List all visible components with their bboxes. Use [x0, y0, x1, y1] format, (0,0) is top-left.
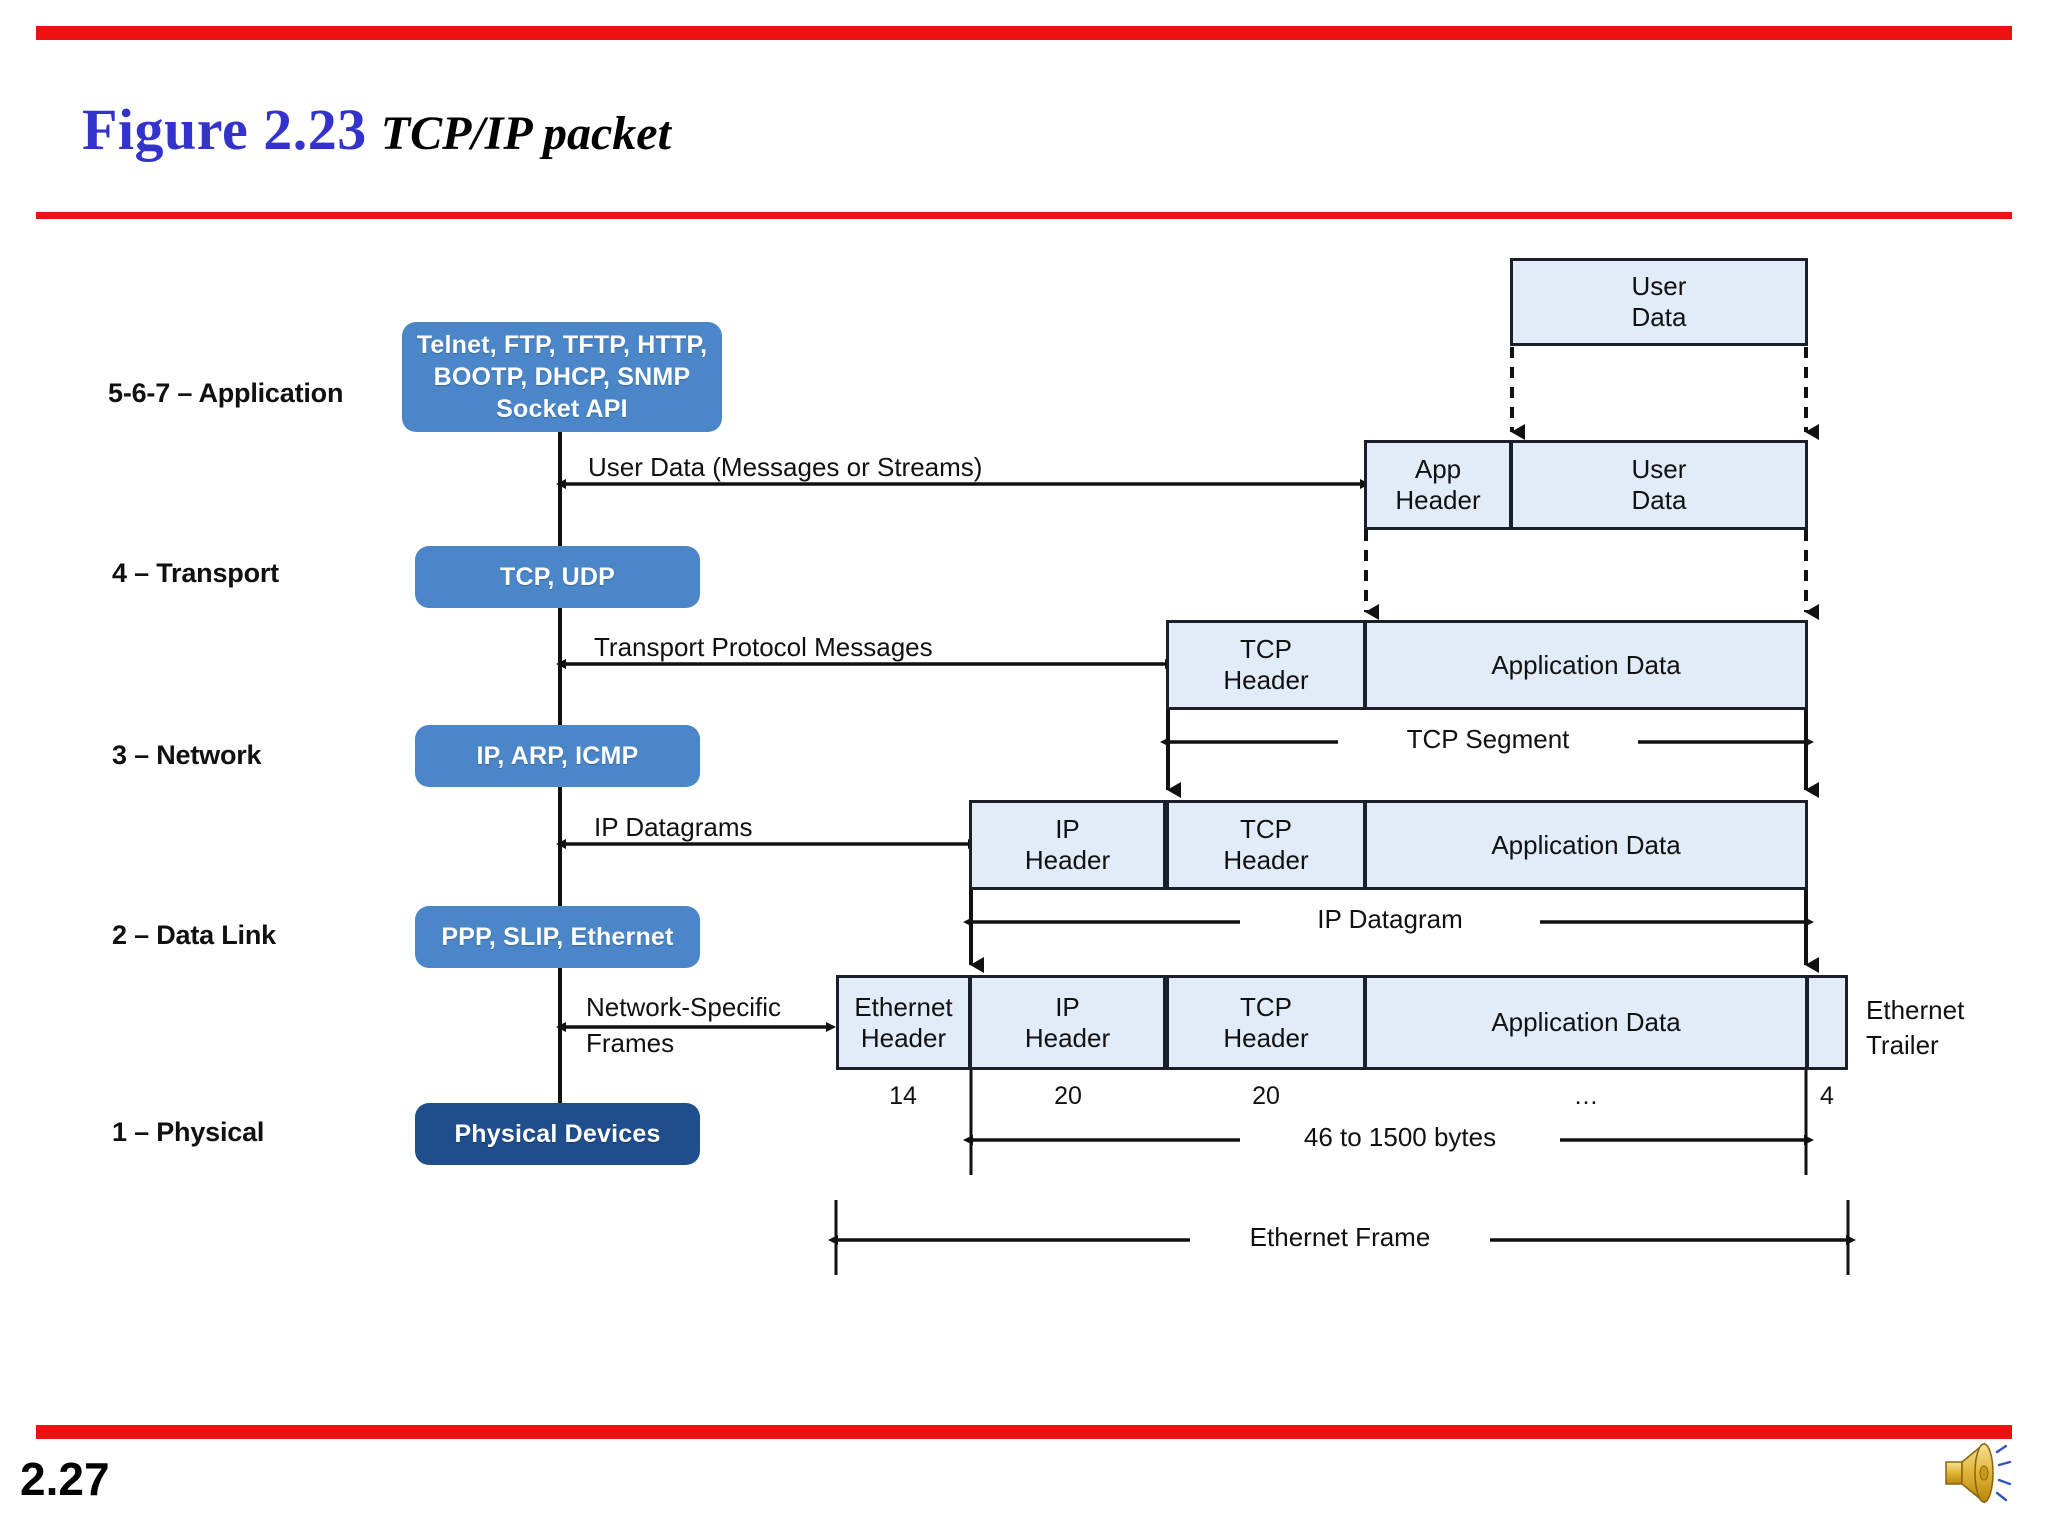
field-line: Application Data: [1491, 1007, 1681, 1038]
title-divider-rule: [36, 212, 2012, 219]
field-line: Header: [1223, 1022, 1309, 1053]
field-line: Data: [1631, 302, 1687, 332]
protocol-box-datalink[interactable]: PPP, SLIP, Ethernet: [415, 906, 700, 968]
layer-label-physical: 1 – Physical: [112, 1117, 265, 1147]
field-line: IP: [1055, 814, 1080, 845]
interface-label-backdrop-1: [582, 446, 1142, 482]
packet-field-user-data[interactable]: User Data: [1510, 440, 1808, 530]
protocol-line: IP, ARP, ICMP: [476, 742, 639, 770]
field-line: TCP: [1240, 991, 1292, 1022]
span-label-ethernet-frame: Ethernet Frame: [1249, 1222, 1431, 1252]
protocol-line: Telnet, FTP, TFTP, HTTP,: [416, 331, 708, 359]
field-line: User: [1631, 454, 1687, 485]
layer-label-datalink: 2 – Data Link: [112, 920, 276, 950]
packet-field-user-data[interactable]: User Data: [1510, 258, 1808, 346]
packet-field-ip-header[interactable]: IP Header: [969, 975, 1166, 1070]
bottom-accent-rule: [36, 1425, 2012, 1439]
interface-label-network-frames-line1: Network-Specific: [586, 992, 782, 1022]
packet-field-ethernet-trailer[interactable]: [1806, 975, 1848, 1070]
top-accent-rule: [36, 26, 2012, 40]
field-line: Header: [1223, 845, 1309, 875]
field-line: User: [1631, 271, 1687, 302]
field-line: IP: [1055, 991, 1080, 1022]
protocol-box-transport[interactable]: TCP, UDP: [415, 546, 700, 608]
field-line: Application Data: [1491, 829, 1681, 860]
layer-label-network: 3 – Network: [112, 740, 262, 770]
byte-count-tcp-header: 20: [1252, 1082, 1280, 1110]
protocol-line: Physical Devices: [454, 1120, 661, 1148]
figure-number: Figure 2.23: [82, 97, 367, 162]
field-line: App: [1414, 454, 1462, 485]
field-line: Header: [860, 1022, 947, 1053]
span-label-ip-datagram: IP Datagram: [1317, 904, 1463, 934]
protocol-line: Socket API: [496, 395, 628, 423]
ethernet-trailer-label-line1: Ethernet: [1866, 995, 1965, 1025]
field-line: TCP: [1240, 814, 1292, 845]
protocol-line: BOOTP, DHCP, SNMP: [433, 363, 691, 391]
packet-field-tcp-header[interactable]: TCP Header: [1166, 800, 1366, 890]
packet-field-application-data[interactable]: Application Data: [1364, 620, 1808, 710]
interface-label-network-frames-line2: Frames: [586, 1028, 675, 1058]
protocol-box-network[interactable]: IP, ARP, ICMP: [415, 725, 700, 787]
page-number: 2.27: [20, 1453, 110, 1505]
byte-count-ip-header: 20: [1054, 1082, 1082, 1110]
packet-field-tcp-header[interactable]: TCP Header: [1166, 975, 1366, 1070]
interface-label-backdrop-3: [588, 806, 878, 842]
field-line: Header: [1395, 485, 1481, 515]
byte-count-ethernet-trailer: 4: [1820, 1082, 1834, 1110]
byte-count-ethernet-header: 14: [889, 1082, 917, 1110]
layer-label-transport: 4 – Transport: [112, 558, 279, 588]
speaker-icon[interactable]: [1940, 1432, 2030, 1512]
protocol-line: TCP, UDP: [499, 563, 616, 591]
packet-field-app-header[interactable]: App Header: [1364, 440, 1512, 530]
span-label-payload-size: 46 to 1500 bytes: [1303, 1122, 1497, 1152]
field-line: TCP: [1240, 634, 1292, 665]
protocol-box-physical[interactable]: Physical Devices: [415, 1103, 700, 1165]
figure-caption: TCP/IP packet: [380, 107, 671, 160]
packet-field-ethernet-header[interactable]: Ethernet Header: [836, 975, 971, 1070]
field-line: Application Data: [1491, 649, 1681, 680]
protocol-line: PPP, SLIP, Ethernet: [441, 923, 674, 951]
ethernet-trailer-label-line2: Trailer: [1866, 1030, 1939, 1060]
interface-label-transport-messages: Transport Protocol Messages: [594, 632, 933, 662]
field-line: Header: [1024, 845, 1111, 875]
layer-label-application: 5-6-7 – Application: [108, 378, 344, 408]
span-label-tcp-segment: TCP Segment: [1406, 724, 1570, 754]
interface-label-backdrop-2: [588, 626, 1058, 662]
interface-label-ip-datagrams: IP Datagrams: [594, 812, 753, 842]
packet-field-ip-header[interactable]: IP Header: [969, 800, 1166, 890]
packet-field-tcp-header[interactable]: TCP Header: [1166, 620, 1366, 710]
packet-field-application-data[interactable]: Application Data: [1364, 800, 1808, 890]
interface-label-user-data: User Data (Messages or Streams): [588, 452, 983, 482]
protocol-box-application[interactable]: Telnet, FTP, TFTP, HTTP, BOOTP, DHCP, SN…: [402, 322, 722, 432]
packet-field-application-data[interactable]: Application Data: [1364, 975, 1808, 1070]
field-line: Header: [1223, 665, 1309, 695]
byte-count-application-data: …: [1573, 1082, 1599, 1110]
field-line: Header: [1024, 1022, 1111, 1053]
field-line: Data: [1631, 485, 1687, 515]
field-line: Ethernet: [854, 991, 953, 1022]
